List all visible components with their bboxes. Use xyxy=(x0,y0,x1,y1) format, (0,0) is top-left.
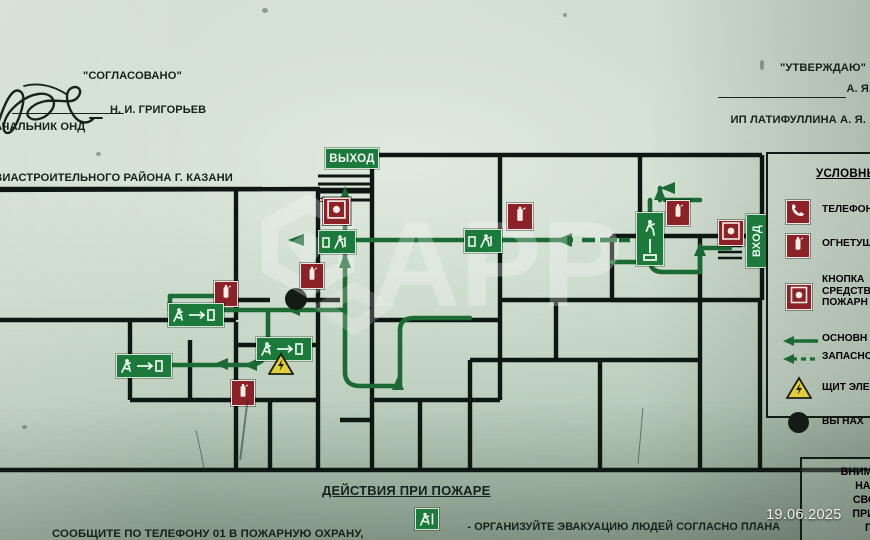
fire-alarm-button-icon xyxy=(323,198,350,225)
fire-extinguisher-icon xyxy=(214,281,238,307)
handwritten-signature-left xyxy=(0,83,103,135)
entrance-sign-vhod: ВХОД xyxy=(746,214,767,268)
entrance-sign-label: ВХОД xyxy=(750,224,763,258)
dust-speck xyxy=(563,13,567,17)
fire-extinguisher-icon xyxy=(666,200,690,226)
exit-direction-sign xyxy=(464,229,502,253)
signer-name-right: А. Я. xyxy=(846,83,870,95)
signer-name-left: Н. И. ГРИГОРЬЕВ xyxy=(110,104,207,116)
approval-block-right: "УТВЕРЖДАЮ" ИП ЛАТИФУЛЛИНА А. Я. xyxy=(730,25,866,164)
legend-label-alarm-button: КНОПКА СРЕДСТВ ПОЖАРН xyxy=(822,274,870,309)
exit-direction-sign xyxy=(116,354,172,378)
warning-line-2: НА П xyxy=(855,480,870,492)
fire-extinguisher-icon xyxy=(300,263,324,289)
dust-speck xyxy=(262,8,268,13)
approval-authority-line1: НАЧАЛЬНИК ОНД xyxy=(0,121,86,133)
fire-alarm-button-icon xyxy=(786,284,812,310)
electrical-hazard-icon xyxy=(268,352,294,375)
footer-instruction-right-1: - ОРГАНИЗУЙТЕ ЭВАКУАЦИЮ ЛЮДЕЙ СОГЛАСНО П… xyxy=(467,521,781,533)
dust-speck xyxy=(22,425,27,429)
approval-word-right: "УТВЕРЖДАЮ" xyxy=(779,62,866,74)
warning-box: ВНИМАНИ НА П СВОЕ ПРИ 2 Г xyxy=(800,457,870,540)
exit-direction-sign xyxy=(318,230,356,254)
exit-sign-label: ВЫХОД xyxy=(329,152,375,165)
warning-line-1: ВНИМАНИ xyxy=(840,466,870,478)
footer-instruction-right: - ОРГАНИЗУЙТЕ ЭВАКУАЦИЮ ЛЮДЕЙ СОГЛАСНО П… xyxy=(455,505,780,540)
telephone-icon xyxy=(786,200,810,224)
reserve-route-arrowhead xyxy=(556,233,572,247)
fire-extinguisher-icon xyxy=(786,234,810,258)
signature-line-left xyxy=(12,113,124,114)
warning-line-3: СВОЕ xyxy=(852,494,870,506)
electrical-hazard-icon xyxy=(786,376,812,399)
warning-line-5: Г xyxy=(864,522,870,534)
footer-title: ДЕЙСТВИЯ ПРИ ПОЖАРЕ xyxy=(322,483,491,498)
approval-authority-line2: АВИАСТРОИТЕЛЬНОГО РАЙОНА Г. КАЗАНИ xyxy=(0,172,233,184)
legend-label-electrical: ЩИТ ЭЛЕ xyxy=(822,382,870,393)
fire-extinguisher-icon xyxy=(507,203,533,230)
legend-label-telephone: ТЕЛЕФОН xyxy=(822,204,870,215)
dust-speck xyxy=(760,60,764,70)
legend-label-you-are-here: ВЫ НАХ xyxy=(822,416,864,427)
legend-label-main-route: ОСНОВН xyxy=(822,333,868,344)
legend-title: УСЛОВНЫЕ xyxy=(816,168,870,180)
legend-panel: УСЛОВНЫЕ ТЕЛЕФОН ОГНЕТУШИ xyxy=(766,152,870,433)
running-man-icon xyxy=(415,508,439,530)
approval-word-left: "СОГЛАСОВАНО" xyxy=(82,70,182,82)
footer-instruction-left-1: СООБЩИТЕ ПО ТЕЛЕФОНУ 01 В ПОЖАРНУЮ ОХРАН… xyxy=(52,528,364,540)
legend-label-extinguisher: ОГНЕТУШИ xyxy=(822,238,870,249)
approval-block-left: "СОГЛАСОВАНО" НАЧАЛЬНИК ОНД АВИАСТРОИТЕЛ… xyxy=(0,33,233,222)
dashed-arrow-icon xyxy=(783,354,818,364)
you-are-here-dot-icon xyxy=(788,412,809,433)
fire-alarm-button-icon xyxy=(718,220,744,246)
approval-authority-right: ИП ЛАТИФУЛЛИНА А. Я. xyxy=(730,113,866,126)
signature-line-right xyxy=(718,97,846,98)
dust-speck xyxy=(96,152,101,156)
you-are-here-marker-dot xyxy=(285,288,307,310)
exit-direction-sign xyxy=(168,303,224,327)
fire-extinguisher-icon xyxy=(231,380,255,406)
footer-divider xyxy=(0,468,870,471)
exit-sign-vyhod: ВЫХОД xyxy=(325,148,379,169)
plan-walls xyxy=(0,152,862,473)
legend-label-reserve-route: ЗАПАСНО xyxy=(822,351,870,362)
exit-direction-sign-vertical xyxy=(636,212,664,266)
solid-arrow-icon xyxy=(783,336,818,346)
camera-timestamp-overlay: 19.06.2025 xyxy=(766,507,842,523)
warning-line-4: ПРИ 2 xyxy=(852,508,870,520)
